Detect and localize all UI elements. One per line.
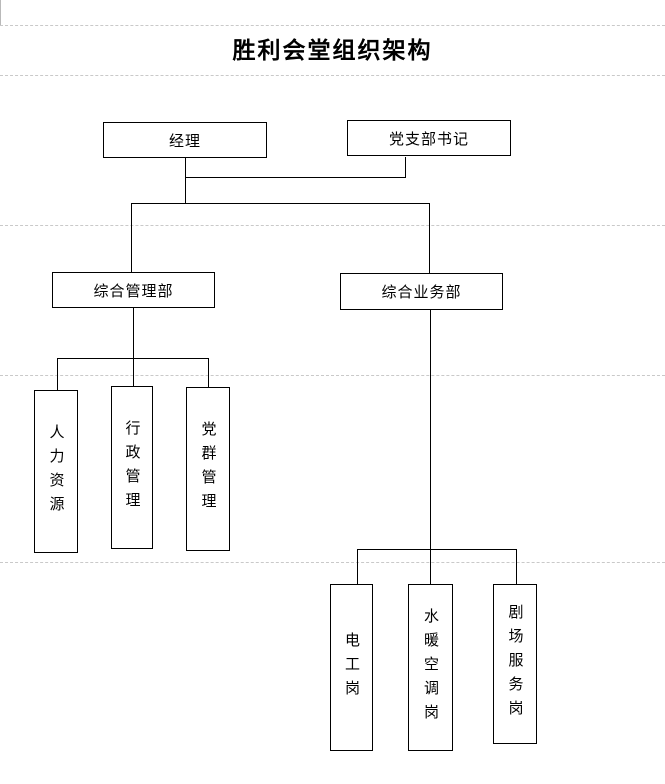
org-node-label: 党支部书记 [388,131,469,148]
org-node-label: 电工岗 [343,631,359,704]
connector-line [131,203,430,204]
connector-line [357,549,517,550]
page-gridline [0,225,665,226]
page-gridline [0,375,665,376]
org-node-manager: 经理 [103,122,267,158]
org-node-label: 水暖空调岗 [422,607,438,728]
org-node-hvac-post: 水暖空调岗 [408,584,453,751]
connector-line [357,549,358,584]
org-node-party-secretary: 党支部书记 [347,120,511,156]
connector-line [185,177,186,203]
connector-line [208,358,209,387]
connector-line [430,549,431,584]
org-node-general-business-dept: 综合业务部 [340,273,503,310]
connector-line [185,158,186,177]
page-gridline [0,562,665,563]
org-node-party-group: 党群管理 [186,387,230,551]
connector-line [405,157,406,177]
connector-line [133,358,134,386]
org-node-general-management-dept: 综合管理部 [52,272,215,308]
org-node-label: 经理 [168,133,201,150]
page-gridline [0,25,665,26]
org-node-administration: 行政管理 [111,386,153,549]
connector-line [133,308,134,358]
org-node-label: 剧场服务岗 [506,604,523,724]
page-gridline [0,75,665,76]
org-node-label: 党群管理 [199,421,216,517]
connector-line [185,177,406,178]
org-node-label: 综合业务部 [381,285,462,301]
connector-line [131,203,132,272]
org-node-electrician-post: 电工岗 [330,584,373,751]
org-node-theater-service-post: 剧场服务岗 [493,584,537,744]
connector-line [516,549,517,584]
connector-line [57,358,58,390]
connector-line [429,203,430,273]
org-node-label: 行政管理 [123,419,140,516]
org-node-label: 综合管理部 [93,283,174,300]
org-node-label: 人力资源 [47,423,64,520]
connector-line [430,310,431,549]
page-margin-line [0,0,1,25]
page-title: 胜利会堂组织架构 [232,38,433,63]
org-node-human-resources: 人力资源 [34,390,78,553]
